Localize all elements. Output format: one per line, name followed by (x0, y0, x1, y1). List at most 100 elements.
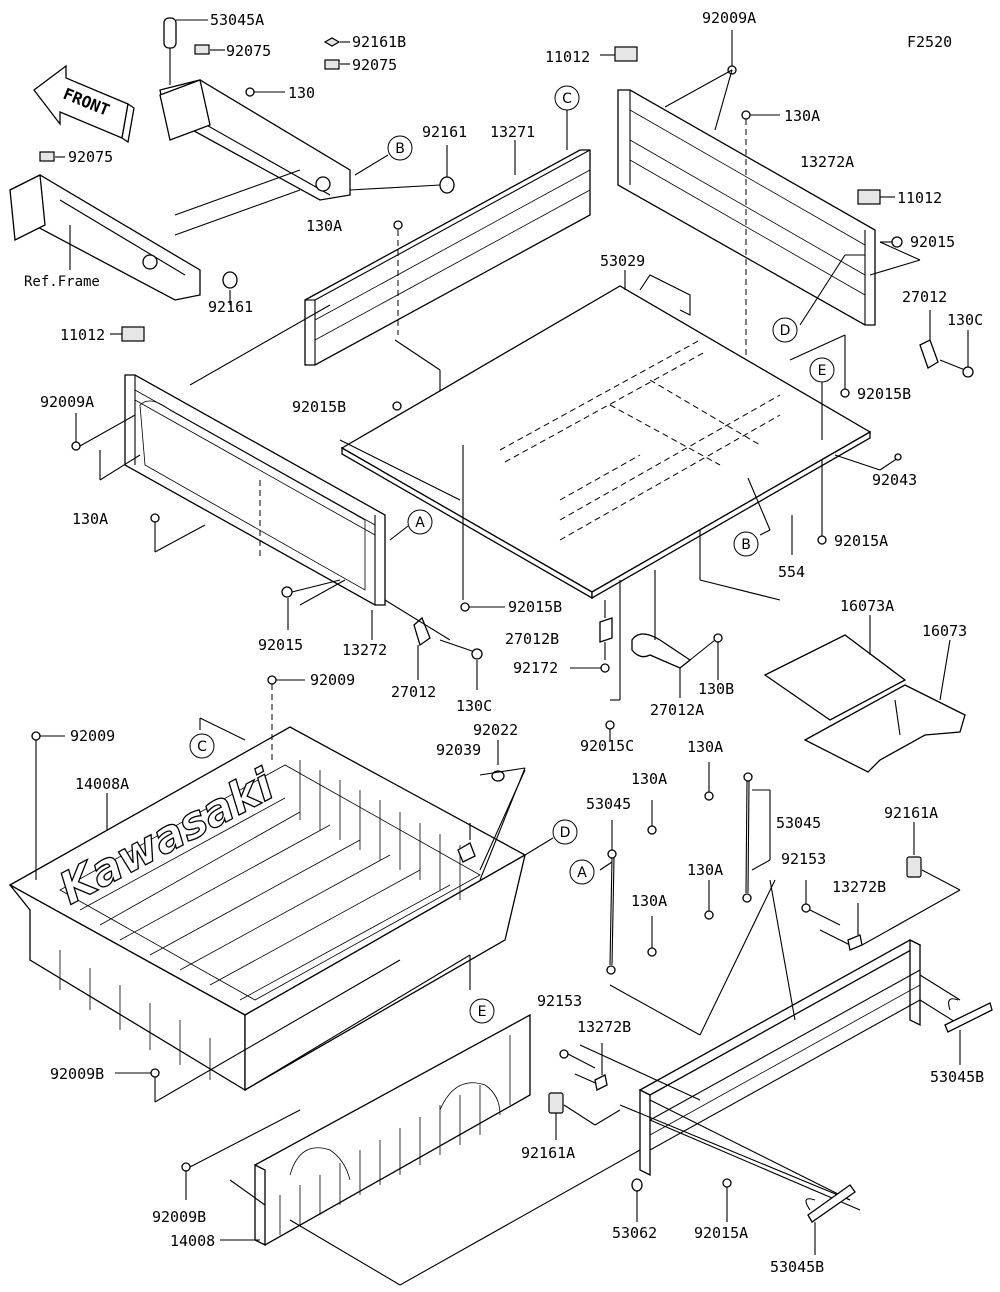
bolt-130A-icon-4 (647, 825, 657, 835)
washer-92022-icon (491, 770, 505, 782)
part-label: 92039 (436, 741, 481, 759)
part-label: 92015A (694, 1224, 748, 1242)
bolt-92009A-icon-2 (71, 441, 81, 451)
part-label: 92015C (580, 737, 634, 755)
part-label: 130C (947, 311, 983, 329)
bolt-130A-icon-7 (704, 910, 714, 920)
bolt-130B-icon (689, 633, 723, 680)
part-label: 16073A (840, 597, 894, 615)
part-label: 92015B (292, 398, 346, 416)
part-label: 13272B (832, 878, 886, 896)
ref-marker-A2: A (569, 859, 595, 885)
bed-plate-53029 (340, 274, 872, 600)
bolt-92009-icon (267, 675, 277, 685)
nut-92015B-icon-3 (460, 602, 470, 612)
part-label: 130A (306, 217, 342, 235)
svg-text:B: B (741, 537, 751, 553)
part-label: 130 (288, 84, 315, 102)
part-label: 53029 (600, 252, 645, 270)
part-label: 16073 (922, 622, 967, 640)
part-label: 92009B (50, 1065, 104, 1083)
part-label: 92009 (310, 671, 355, 689)
part-label: 92015 (910, 233, 955, 251)
svg-text:D: D (780, 323, 791, 339)
cap-11012-icon-3 (121, 326, 145, 342)
nut-92015-icon-2 (281, 586, 293, 598)
bolt-92009B-icon-2 (181, 1162, 191, 1172)
tailgate-frame (638, 938, 922, 1177)
part-label: 130A (784, 107, 820, 125)
nut-92015-icon (891, 236, 903, 248)
cap-92075-icon (194, 44, 210, 55)
part-label: 92075 (68, 148, 113, 166)
cap-92075-icon-3 (39, 151, 55, 162)
part-label: 11012 (545, 48, 590, 66)
part-label: 53045B (930, 1068, 984, 1086)
part-label: 554 (778, 563, 805, 581)
part-label: 92015A (834, 532, 888, 550)
part-label: 92153 (781, 850, 826, 868)
bolt-130A-icon (393, 220, 403, 230)
part-label: 14008 (170, 1232, 215, 1250)
bracket-27012B-icon (599, 617, 613, 660)
ref-marker-C1: C (554, 85, 580, 111)
bracket-13272B-icon-2 (594, 1074, 608, 1091)
cap-11012-icon (614, 46, 638, 62)
ref-marker-A1: A (407, 509, 433, 535)
part-label: 92075 (226, 42, 271, 60)
part-label: 92161 (422, 123, 467, 141)
part-label: 130B (698, 680, 734, 698)
bracket-27012A-icon (631, 633, 692, 698)
nut-92015B-icon-2 (840, 388, 850, 398)
mat-16073A (763, 634, 907, 721)
part-label: 53045 (586, 795, 631, 813)
ref-marker-D2: D (552, 819, 578, 845)
part-label: 13272 (342, 641, 387, 659)
svg-text:C: C (197, 739, 207, 755)
part-label: 13272A (800, 153, 854, 171)
ref-marker-D1: D (772, 317, 798, 343)
part-label: 92161A (521, 1144, 575, 1162)
ref-marker-E1: E (809, 357, 835, 383)
mat-16073 (803, 684, 966, 773)
part-label: 14008A (75, 775, 129, 793)
bracket-27012-icon-2 (413, 616, 431, 680)
svg-text:A: A (577, 865, 587, 881)
svg-text:E: E (478, 1004, 487, 1020)
bolt-92039-icon (457, 823, 476, 863)
part-label: 130A (631, 892, 667, 910)
panel-13272A (617, 89, 876, 326)
cable-53045-icon-2 (742, 772, 753, 903)
part-label: 92009B (152, 1208, 206, 1226)
ref-frame-label: Ref.Frame (24, 274, 100, 290)
ref-marker-B2: B (733, 531, 759, 557)
part-label: 11012 (897, 189, 942, 207)
part-label: 92043 (872, 471, 917, 489)
part-label: 92009A (702, 9, 756, 27)
part-label: 92172 (513, 659, 558, 677)
pin-53062-icon (631, 1178, 643, 1192)
part-label: 53062 (612, 1224, 657, 1242)
cap-92075-icon-2 (324, 59, 340, 70)
pin-53045A-icon (163, 17, 208, 85)
part-label: 130A (72, 510, 108, 528)
part-label: 27012A (650, 701, 704, 719)
nut-92015A-icon-2 (722, 1178, 732, 1188)
bolt-92172-icon (600, 663, 610, 673)
bolt-92043-icon (834, 453, 902, 471)
part-label: 53045B (770, 1258, 824, 1276)
panel-13271 (304, 149, 591, 366)
part-label: 13272B (577, 1018, 631, 1036)
part-label: 92161B (352, 33, 406, 51)
bolt-92009B-icon (150, 1068, 160, 1078)
bolt-130A-icon-2 (741, 110, 751, 120)
part-label: 92075 (352, 56, 397, 74)
pin-53045B-icon-2 (805, 1184, 856, 1255)
ref-marker-E2: E (469, 998, 495, 1024)
nut-92015C-icon (605, 720, 615, 730)
part-label: 27012 (391, 683, 436, 701)
bolt-130A-icon-6 (704, 791, 714, 801)
part-label: 92161 (208, 298, 253, 316)
figure-code: F2520 (907, 33, 952, 51)
